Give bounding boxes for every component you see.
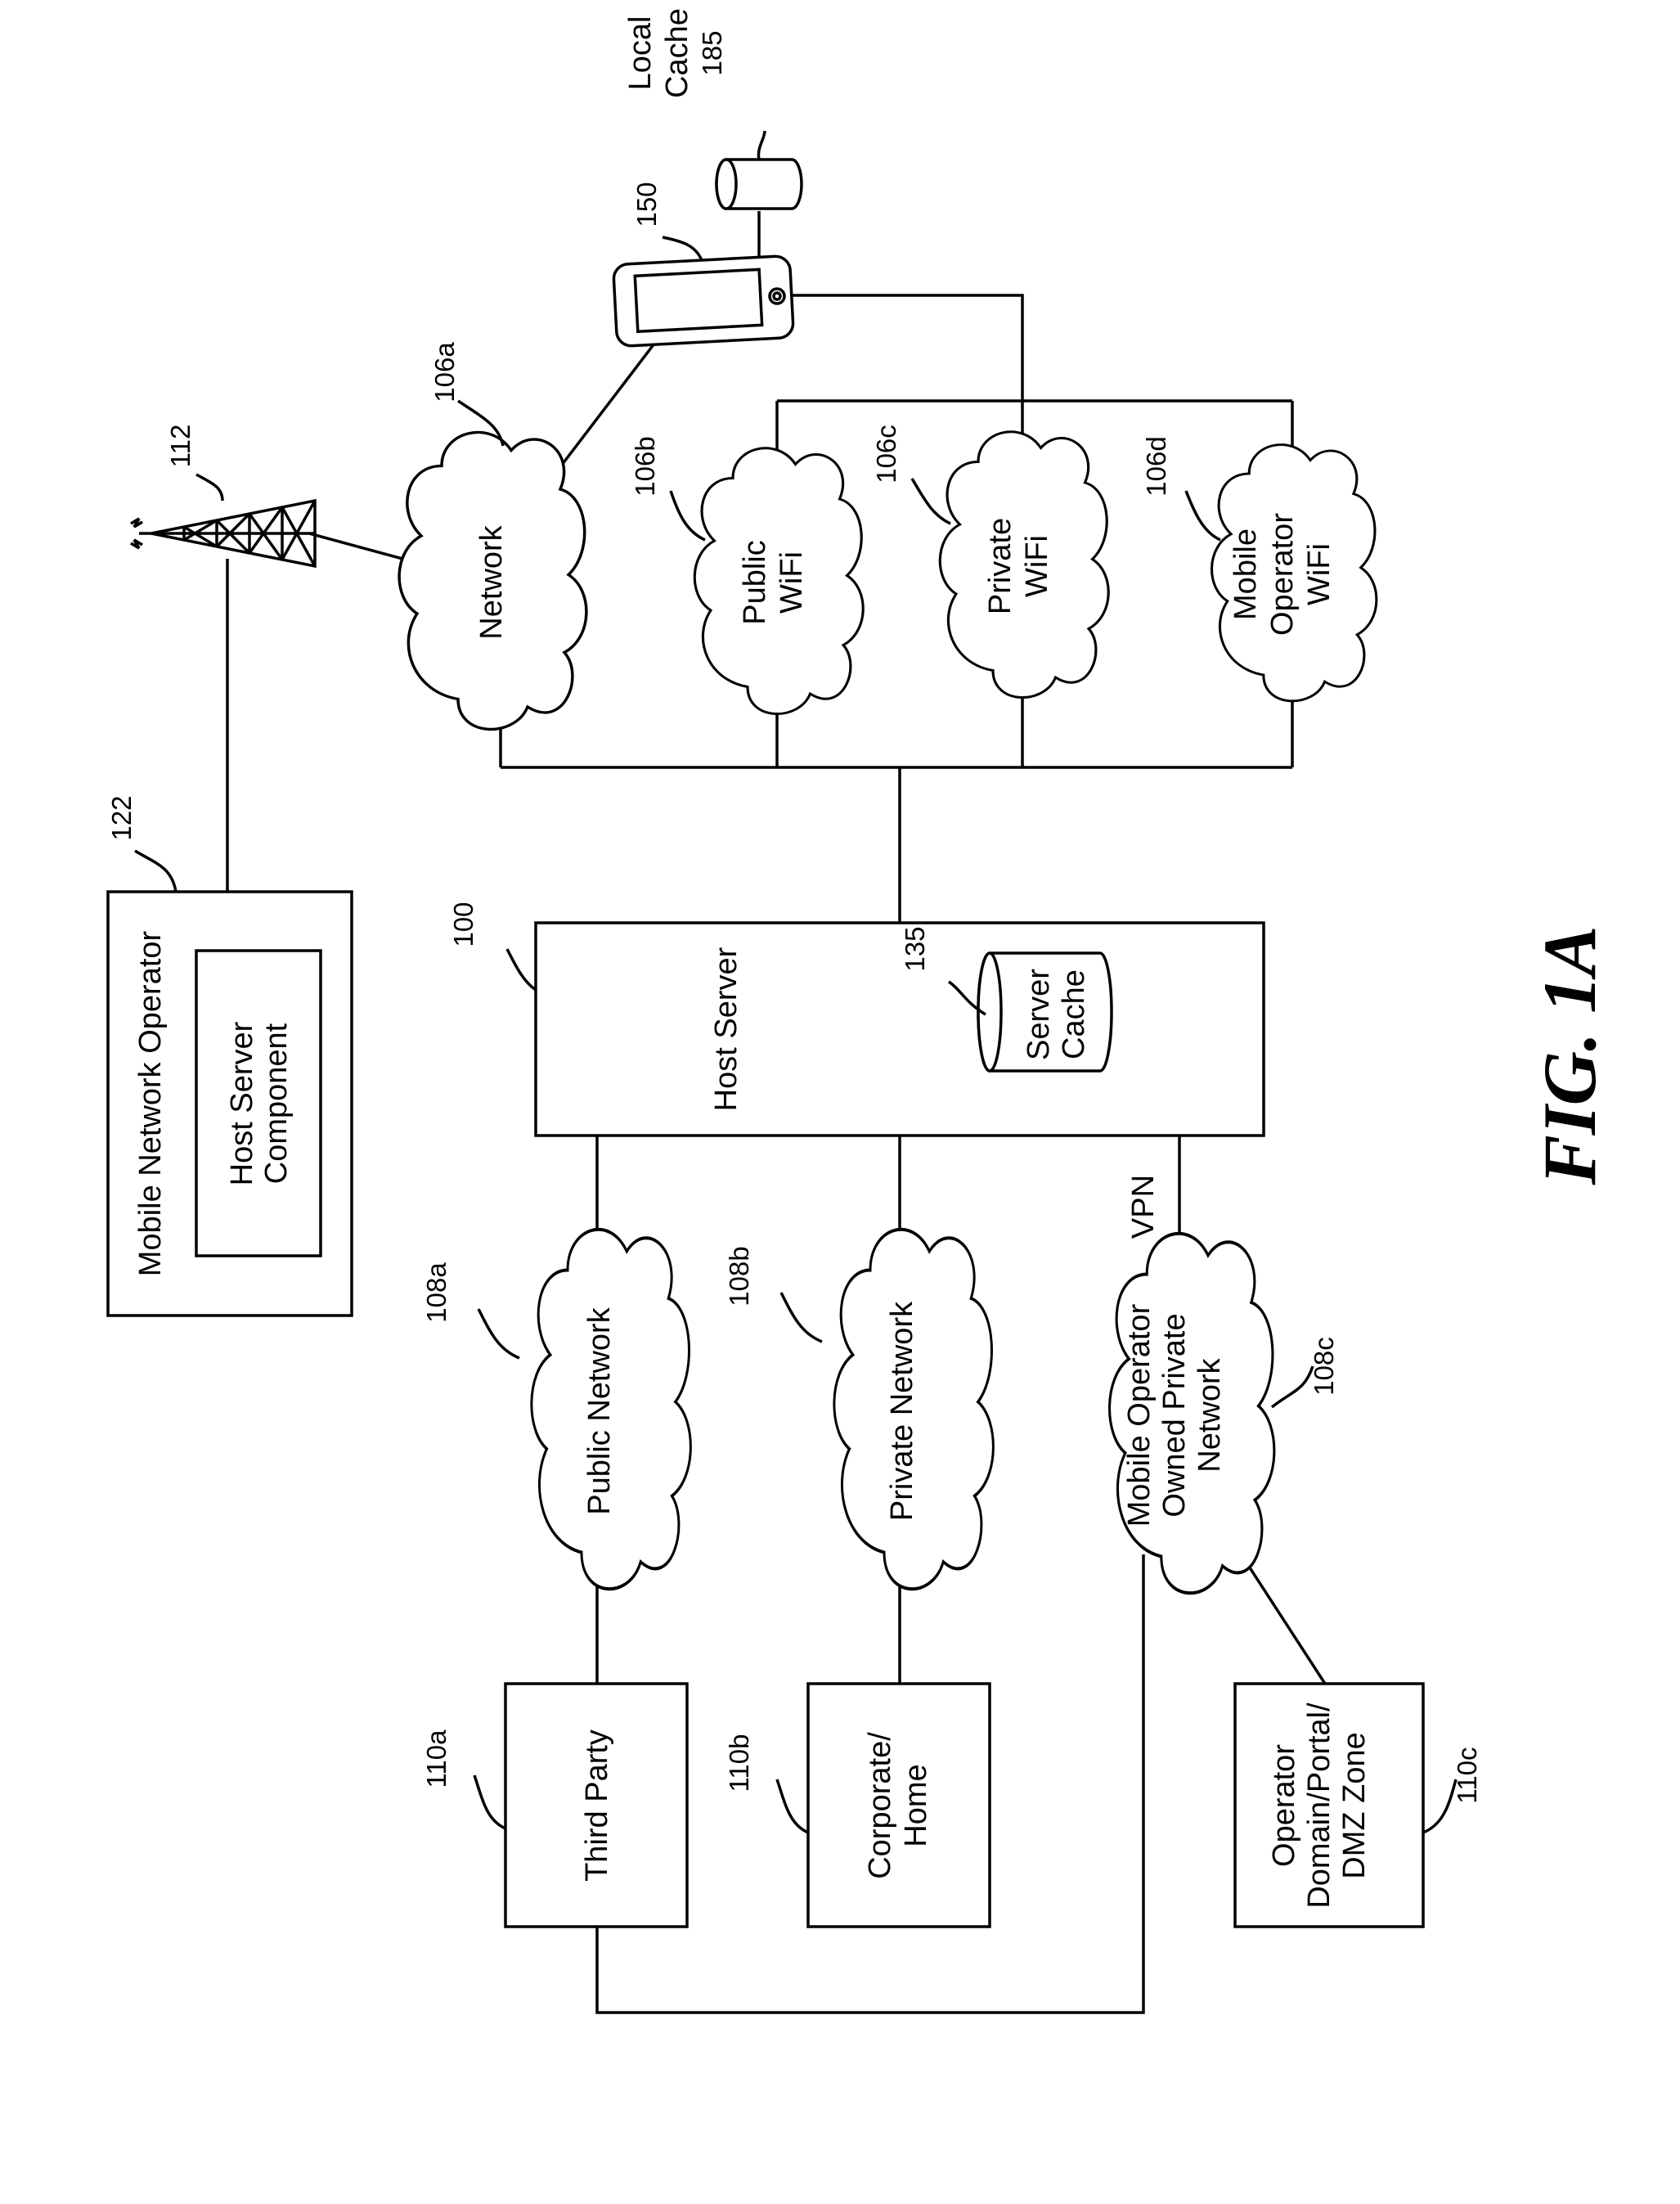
- ref-110c: 110c: [1452, 1747, 1482, 1803]
- line-device-wifi-bus: [792, 295, 1022, 401]
- public-network-label: Public Network: [582, 1307, 617, 1514]
- ref-106b: 106b: [630, 436, 660, 496]
- ref-185: 185: [697, 30, 727, 75]
- ref-100: 100: [448, 902, 478, 947]
- figure-label: FIG. 1A: [1528, 926, 1611, 1186]
- private-network-label: Private Network: [885, 1301, 919, 1521]
- operator-private-line1: Mobile Operator: [1122, 1303, 1157, 1527]
- host-server-component-line2: Component: [259, 1023, 294, 1184]
- operator-wifi-line1: Mobile: [1229, 529, 1263, 620]
- private-wifi-line1: Private: [983, 518, 1017, 614]
- ref-110b: 110b: [724, 1734, 754, 1792]
- ref-106d: 106d: [1141, 436, 1171, 496]
- corporate-line1: Corporate/: [863, 1732, 897, 1879]
- third-party-label: Third Party: [580, 1729, 614, 1882]
- operator-domain-line2: Domain/Portal/: [1302, 1702, 1336, 1909]
- public-wifi-line1: Public: [738, 540, 772, 625]
- private-wifi-line2: WiFi: [1020, 535, 1054, 597]
- operator-private-line2: Owned Private: [1157, 1313, 1192, 1517]
- ref-150: 150: [631, 182, 662, 227]
- ref-108c: 108c: [1309, 1337, 1339, 1396]
- network-label: Network: [474, 524, 509, 639]
- ref-110a: 110a: [421, 1729, 451, 1788]
- operator-wifi-line3: WiFi: [1302, 543, 1336, 605]
- vpn-label: VPN: [1126, 1175, 1161, 1239]
- mobile-device-icon: [613, 255, 794, 346]
- operator-title: Mobile Network Operator: [133, 930, 168, 1276]
- host-server-label: Host Server: [709, 947, 743, 1111]
- ref-122: 122: [106, 795, 137, 840]
- local-cache-line2: Cache: [660, 8, 694, 98]
- local-cache-line1: Local: [623, 16, 658, 91]
- server-cache-line1: Server: [1022, 969, 1056, 1060]
- operator-domain-line1: Operator: [1267, 1744, 1301, 1867]
- ref-112: 112: [165, 425, 195, 468]
- server-cache-line2: Cache: [1057, 969, 1091, 1059]
- ref-106c: 106c: [871, 425, 901, 484]
- ref-108b: 108b: [724, 1246, 754, 1306]
- ref-108a: 108a: [421, 1262, 451, 1323]
- mobile-network-operator: Mobile Network Operator Host Server Comp…: [106, 795, 352, 1316]
- ref-135: 135: [900, 926, 930, 971]
- corporate-line2: Home: [899, 1764, 933, 1846]
- operator-wifi-line2: Operator: [1265, 513, 1300, 636]
- host-server-component-line1: Host Server: [225, 1021, 259, 1185]
- local-cache-database-icon: [716, 160, 802, 209]
- operator-domain-line3: DMZ Zone: [1337, 1732, 1372, 1878]
- ref-106a: 106a: [429, 342, 460, 403]
- public-wifi-line2: WiFi: [775, 551, 809, 614]
- antenna-tower-icon: 112: [131, 425, 315, 566]
- operator-private-line3: Network: [1193, 1357, 1227, 1472]
